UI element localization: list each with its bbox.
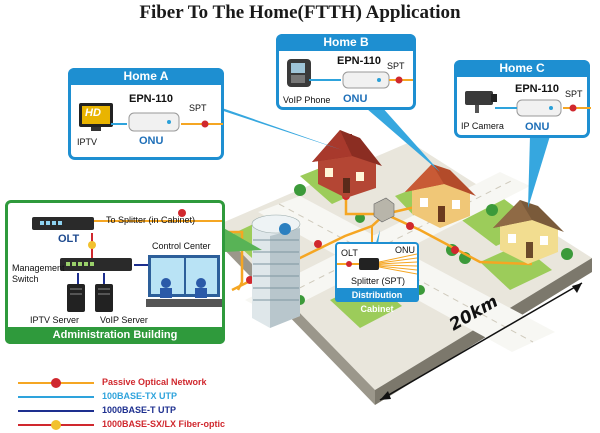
control-center-icon (146, 255, 222, 307)
splitter-label: Splitter (SPT) (351, 276, 406, 286)
house-home-a (312, 130, 382, 198)
device-label: IP Camera (461, 121, 504, 131)
legend-label: Passive Optical Network (102, 377, 207, 387)
device-label: VoIP Phone (283, 95, 331, 105)
management-switch-label: Management Switch (12, 263, 65, 284)
camera-icon (465, 91, 497, 113)
onu-model: EPN-110 (337, 55, 382, 67)
tv-icon (79, 103, 113, 131)
house-home-c (493, 200, 564, 264)
spt-label: SPT (387, 61, 405, 71)
legend-label: 1000BASE-SX/LX Fiber-optic (102, 419, 226, 429)
house-home-b (405, 164, 476, 228)
callout-header: Home A (68, 68, 224, 85)
distance-arrow (379, 282, 583, 401)
legend-item-fiber: 1000BASE-SX/LX Fiber-optic (102, 419, 225, 429)
page-title: Fiber To The Home(FTTH) Application (139, 2, 461, 23)
legend-item-100base-tx: 100BASE-TX UTP (102, 391, 177, 401)
admin-pointer (220, 226, 262, 252)
onu-model: EPN-110 (129, 93, 174, 105)
callout-pointer-home-c (528, 136, 550, 208)
office-tower (251, 214, 301, 328)
phone-icon (287, 59, 311, 87)
legend-item-pon: Passive Optical Network (102, 377, 207, 387)
device-label: IPTV (77, 137, 98, 147)
callout-home-b: Home B VoIP Phone EPN-110 ONU SPT (276, 34, 416, 110)
onu-model: EPN-110 (515, 83, 560, 95)
onu-label: ONU (139, 135, 164, 147)
callout-pointer-home-a (196, 102, 342, 150)
admin-building-panel: OLT To Splitter (in Cabinet) Management … (5, 200, 225, 344)
cabinet-onu-label: ONU (395, 245, 415, 255)
olt-device-icon (32, 217, 94, 230)
legend-label: 1000BASE-T UTP (102, 405, 177, 415)
olt-label: OLT (58, 233, 80, 245)
switch-device-icon (60, 258, 132, 271)
callout-header: Home C (454, 60, 590, 77)
callout-pointer-home-b (352, 96, 440, 172)
legend-swatches (18, 378, 94, 430)
splitter-device-icon (337, 253, 417, 275)
tv-screen-text: HD (85, 107, 101, 119)
spt-label: SPT (565, 89, 583, 99)
callout-home-c: Home C IP Camera EPN-110 ONU SPT (454, 60, 591, 138)
callout-header: Home B (276, 34, 416, 51)
admin-network-lines (77, 209, 222, 285)
server-icon (95, 284, 113, 312)
voip-server-label: VoIP Server (100, 315, 148, 325)
admin-building-footer: Administration Building (5, 327, 225, 344)
legend-label: 100BASE-TX UTP (102, 391, 178, 401)
distribution-cabinet-panel: OLT ONU Splitter (SPT) Distribution Cabi… (335, 242, 419, 314)
control-center-label: Control Center (152, 241, 211, 251)
iptv-server-label: IPTV Server (30, 315, 80, 325)
onu-label: ONU (525, 121, 550, 133)
callout-home-a: Home A HD IPTV EPN-110 ONU SPT (68, 68, 224, 160)
onu-label: ONU (343, 93, 368, 105)
distribution-cabinet-footer: Distribution Cabinet (335, 288, 419, 314)
onu-device-icon (128, 112, 180, 132)
legend-item-1000base-t: 1000BASE-T UTP (102, 405, 176, 415)
server-icon (67, 284, 85, 312)
cabinet-olt-label: OLT (341, 248, 358, 258)
cabinet-box (373, 197, 395, 223)
spt-label: SPT (189, 103, 207, 113)
splitter-link-label: To Splitter (in Cabinet) (106, 215, 196, 225)
